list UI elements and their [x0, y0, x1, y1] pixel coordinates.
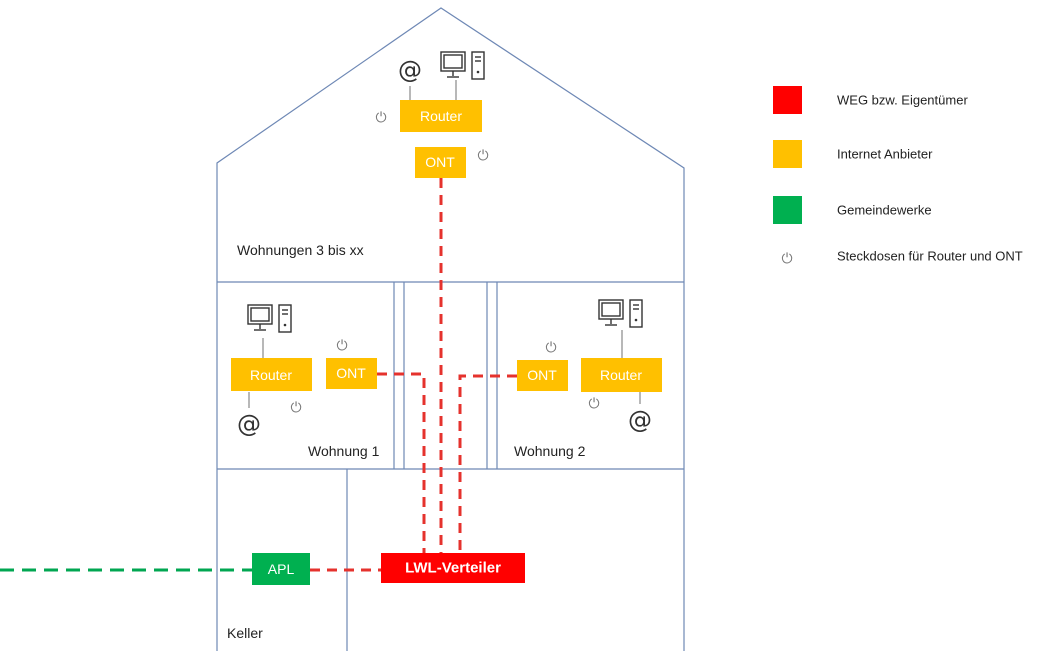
area-label-cellar: Keller: [227, 625, 263, 641]
ont-flat-2-label: ONT: [527, 367, 557, 383]
apl-label: APL: [268, 561, 295, 577]
power-icon-router-top: ⏻: [375, 110, 386, 126]
area-label-top-flats: Wohnungen 3 bis xx: [237, 242, 364, 258]
fiber-lines: [310, 178, 517, 572]
router-flat-1: Router: [231, 358, 312, 391]
power-icon-router-flat-1: ⏻: [290, 400, 301, 416]
legend-power-icon: ⏻: [781, 251, 792, 267]
fiber-line-flat-2: [458, 374, 517, 570]
internet-at-icon-flat-2: @: [628, 406, 652, 434]
lwl-distributor: LWL-Verteiler: [381, 553, 525, 583]
legend-label-power: Steckdosen für Router und ONT: [837, 249, 1023, 264]
lwl-label: LWL-Verteiler: [405, 560, 501, 577]
power-icon-ont-flat-2: ⏻: [545, 340, 556, 356]
legend-label-weg: WEG bzw. Eigentümer: [837, 93, 968, 108]
ont-flat-1: ONT: [326, 358, 377, 389]
router-flat-2: Router: [581, 358, 662, 392]
internet-at-icon-flat-1: @: [237, 410, 261, 438]
legend-label-provider: Internet Anbieter: [837, 147, 933, 162]
computer-icon-top: [440, 51, 485, 80]
legend: WEG bzw. Eigentümer Internet Anbieter Ge…: [773, 86, 1023, 267]
area-label-flat-2: Wohnung 2: [514, 443, 586, 459]
connectors: [248, 80, 641, 408]
legend-swatch-provider: [773, 140, 802, 168]
router-flat-1-label: Router: [250, 367, 292, 383]
power-icon-router-flat-2: ⏻: [588, 396, 599, 412]
power-icon-ont-top: ⏻: [477, 148, 488, 164]
power-icon-ont-flat-1: ⏻: [336, 338, 347, 354]
legend-swatch-municipal: [773, 196, 802, 224]
area-label-flat-1: Wohnung 1: [308, 443, 380, 459]
ont-top: ONT: [415, 147, 466, 178]
ont-flat-1-label: ONT: [336, 365, 366, 381]
computer-icon-flat-2: [598, 299, 643, 328]
fiber-line-flat-1: [377, 372, 426, 570]
router-flat-2-label: Router: [600, 367, 642, 383]
internet-at-icon-top: @: [398, 56, 422, 84]
legend-swatch-weg: [773, 86, 802, 114]
computer-icon-flat-1: [247, 304, 292, 333]
router-top: Router: [400, 100, 482, 132]
legend-label-municipal: Gemeindewerke: [837, 203, 932, 218]
router-top-label: Router: [420, 108, 462, 124]
ont-top-label: ONT: [425, 154, 455, 170]
ont-flat-2: ONT: [517, 360, 568, 391]
apl-box: APL: [252, 553, 310, 585]
